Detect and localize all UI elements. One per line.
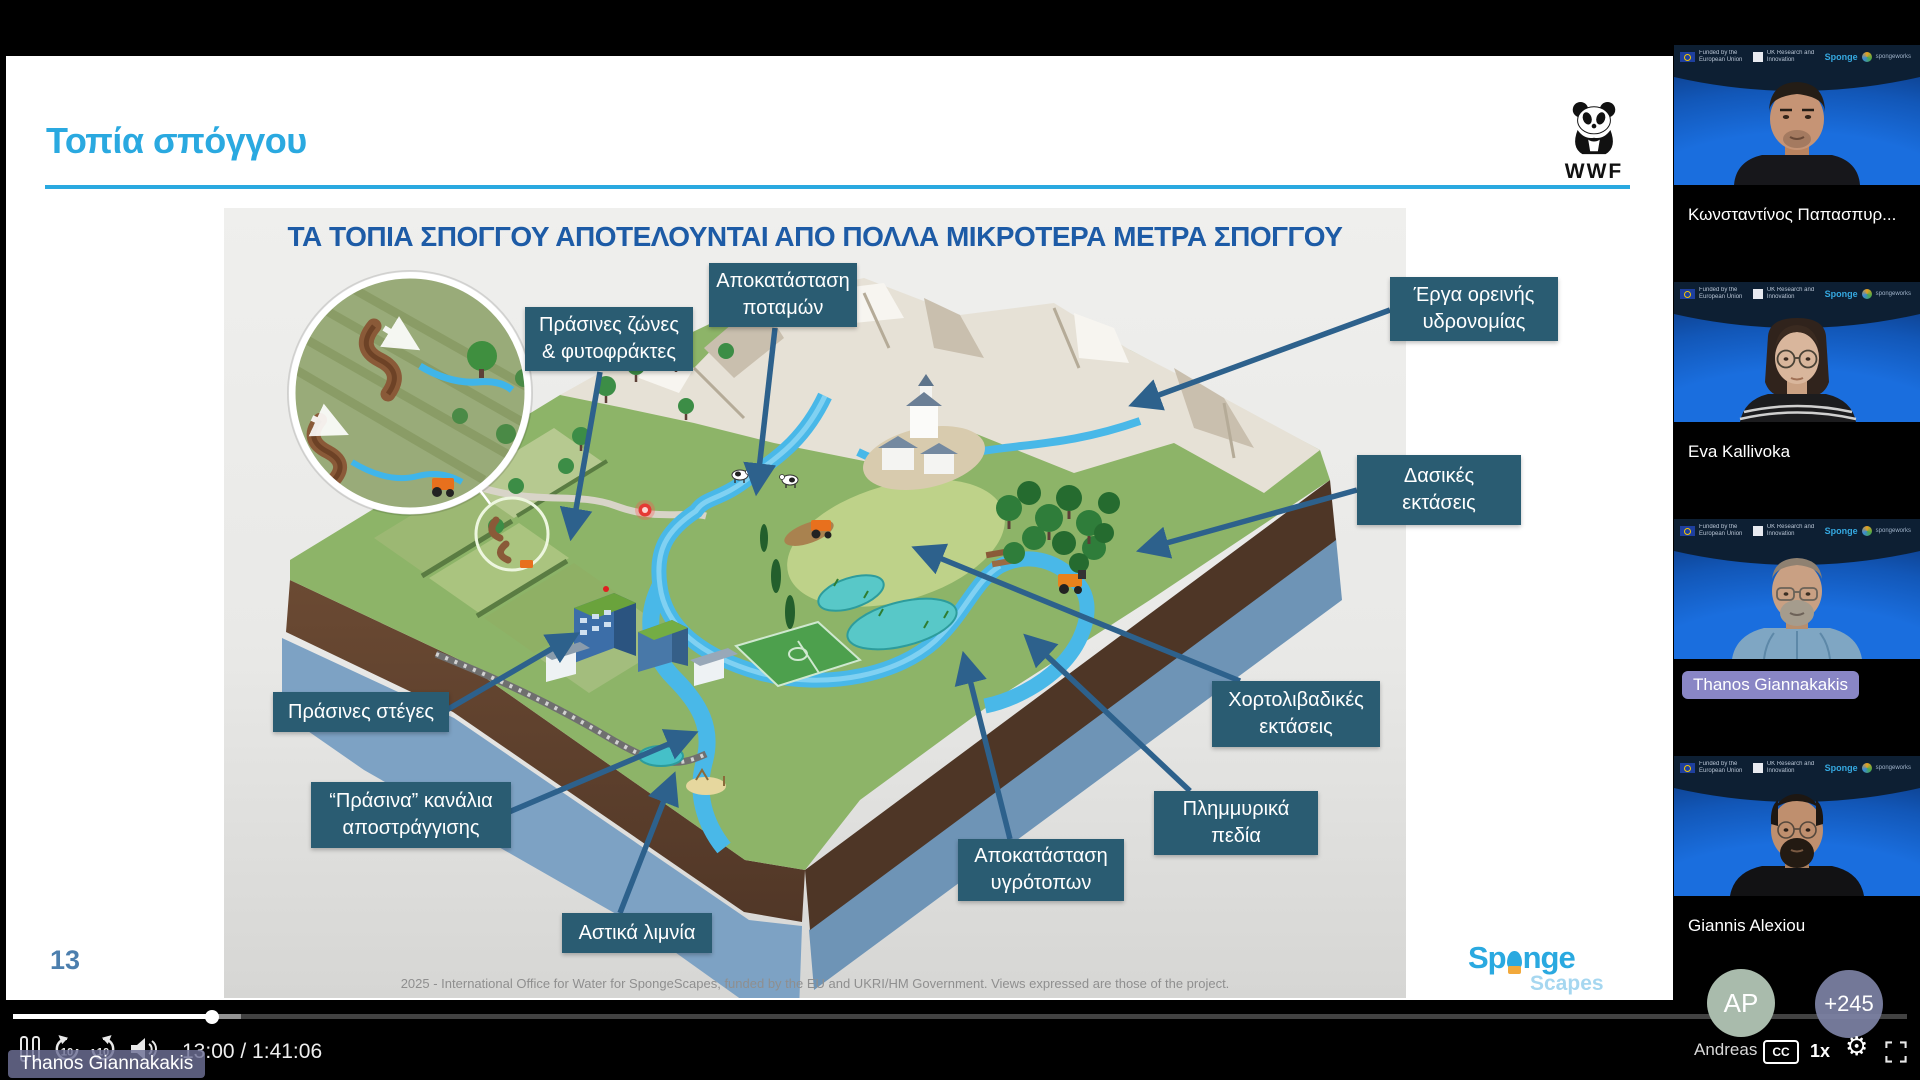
participant-avatar-ap[interactable]: AP [1707, 969, 1775, 1037]
spongeworks-logo-icon [1861, 52, 1872, 62]
virtual-bg-banner: Funded by the European Union UK Research… [1674, 519, 1920, 543]
progress-scrubber[interactable] [205, 1010, 219, 1024]
wwf-logo: WWF [1554, 101, 1634, 184]
wwf-panda-icon [1572, 101, 1616, 155]
participant-avatar [1674, 543, 1920, 659]
slide-title: Τοπία σπόγγου [46, 120, 307, 161]
label-green-drainage-channels: “Πράσινα” κανάλια αποστράγγισης [311, 782, 511, 848]
time-display: 13:00 / 1:41:06 [182, 1040, 323, 1063]
eu-flag-icon [1680, 526, 1695, 536]
virtual-bg-banner: Funded by the European Union UK Research… [1674, 282, 1920, 306]
label-green-roofs: Πράσινες στέγες [273, 692, 449, 732]
title-underline [45, 185, 1630, 189]
label-river-restoration: Αποκατάσταση ποταμών [709, 263, 857, 327]
label-forest-areas: Δασικές εκτάσεις [1357, 455, 1521, 525]
label-flood-plains: Πλημμυρικά πεδία [1154, 791, 1318, 855]
progress-played [13, 1014, 212, 1019]
village [863, 374, 985, 491]
participant-avatar [1674, 69, 1920, 185]
virtual-bg-banner: Funded by the European Union UK Research… [1674, 756, 1920, 780]
laser-pointer-dot [635, 500, 655, 520]
eu-flag-icon [1680, 52, 1695, 62]
participant-name-active: Thanos Giannakakis [1682, 671, 1859, 699]
fullscreen-icon [1885, 1041, 1907, 1063]
spongeworks-logo-icon [1861, 526, 1872, 536]
eu-flag-icon [1680, 763, 1695, 773]
highlight-circle [474, 496, 550, 572]
playback-speed-button[interactable]: 1x [1810, 1041, 1831, 1061]
inset-connector-line [478, 488, 492, 506]
participant-tile-konstantinos[interactable]: Funded by the European Union UK Research… [1674, 40, 1920, 277]
label-wetland-restoration: Αποκατάσταση υγρότοπων [958, 839, 1124, 901]
label-green-zones-hedgerows: Πράσινες ζώνες & φυτοφράκτες [525, 307, 693, 371]
participant-video [1674, 780, 1920, 896]
more-participants-badge[interactable]: +245 [1815, 970, 1883, 1038]
participant-avatar [1674, 306, 1920, 422]
participant-video [1674, 543, 1920, 659]
slide-footer-credit: 2025 - International Office for Water fo… [400, 976, 1230, 991]
label-mountain-hydrology-works: Έργα ορεινής υδρονομίας [1390, 277, 1558, 341]
wwf-label: WWF [1564, 160, 1624, 183]
active-speaker-overlay: Thanos Giannakakis [8, 1050, 206, 1078]
water-drop-icon [1506, 951, 1522, 974]
participant-avatar [1674, 780, 1920, 896]
participant-name: Κωνσταντίνος Παπασπυρ... [1688, 205, 1897, 224]
shared-slide: Τοπία σπόγγου WWF 13 ΤΑ ΤΟΠΙΑ ΣΠΟΓΓΟΥ ΑΠ… [6, 56, 1673, 1000]
slide-heading: ΤΑ ΤΟΠΙΑ ΣΠΟΓΓΟΥ ΑΠΟΤΕΛΟΥΝΤΑΙ ΑΠΟ ΠΟΛΛΑ … [287, 221, 1343, 252]
ukri-logo-icon [1752, 52, 1763, 62]
participant-name: Eva Kallivoka [1688, 442, 1791, 461]
fullscreen-button[interactable] [1884, 1040, 1908, 1067]
ukri-logo-icon [1752, 289, 1763, 299]
participant-name-andreas: Andreas [1694, 1040, 1758, 1059]
participant-tile-eva[interactable]: Funded by the European Union UK Research… [1674, 277, 1920, 514]
inset-detail-circle [287, 270, 533, 516]
progress-bar[interactable] [13, 1014, 1907, 1019]
ukri-logo-icon [1752, 526, 1763, 536]
participant-name: Giannis Alexiou [1688, 916, 1806, 935]
closed-captions-button[interactable]: CC [1763, 1040, 1799, 1064]
label-urban-ponds: Αστικά λιμνία [562, 913, 712, 953]
spongeworks-logo-icon [1861, 763, 1872, 773]
virtual-bg-banner: Funded by the European Union UK Research… [1674, 45, 1920, 69]
slide-page-number: 13 [50, 945, 81, 975]
ukri-logo-icon [1752, 763, 1763, 773]
eu-flag-icon [1680, 289, 1695, 299]
participant-tile-giannis[interactable]: Funded by the European Union UK Research… [1674, 751, 1920, 988]
participant-video [1674, 306, 1920, 422]
participant-tile-thanos[interactable]: Funded by the European Union UK Research… [1674, 514, 1920, 751]
label-grassland-areas: Χορτολιβαδικές εκτάσεις [1212, 681, 1380, 747]
settings-gear-icon[interactable]: ⚙ [1845, 1031, 1869, 1061]
participant-video [1674, 69, 1920, 185]
spongeworks-logo-icon [1861, 289, 1872, 299]
